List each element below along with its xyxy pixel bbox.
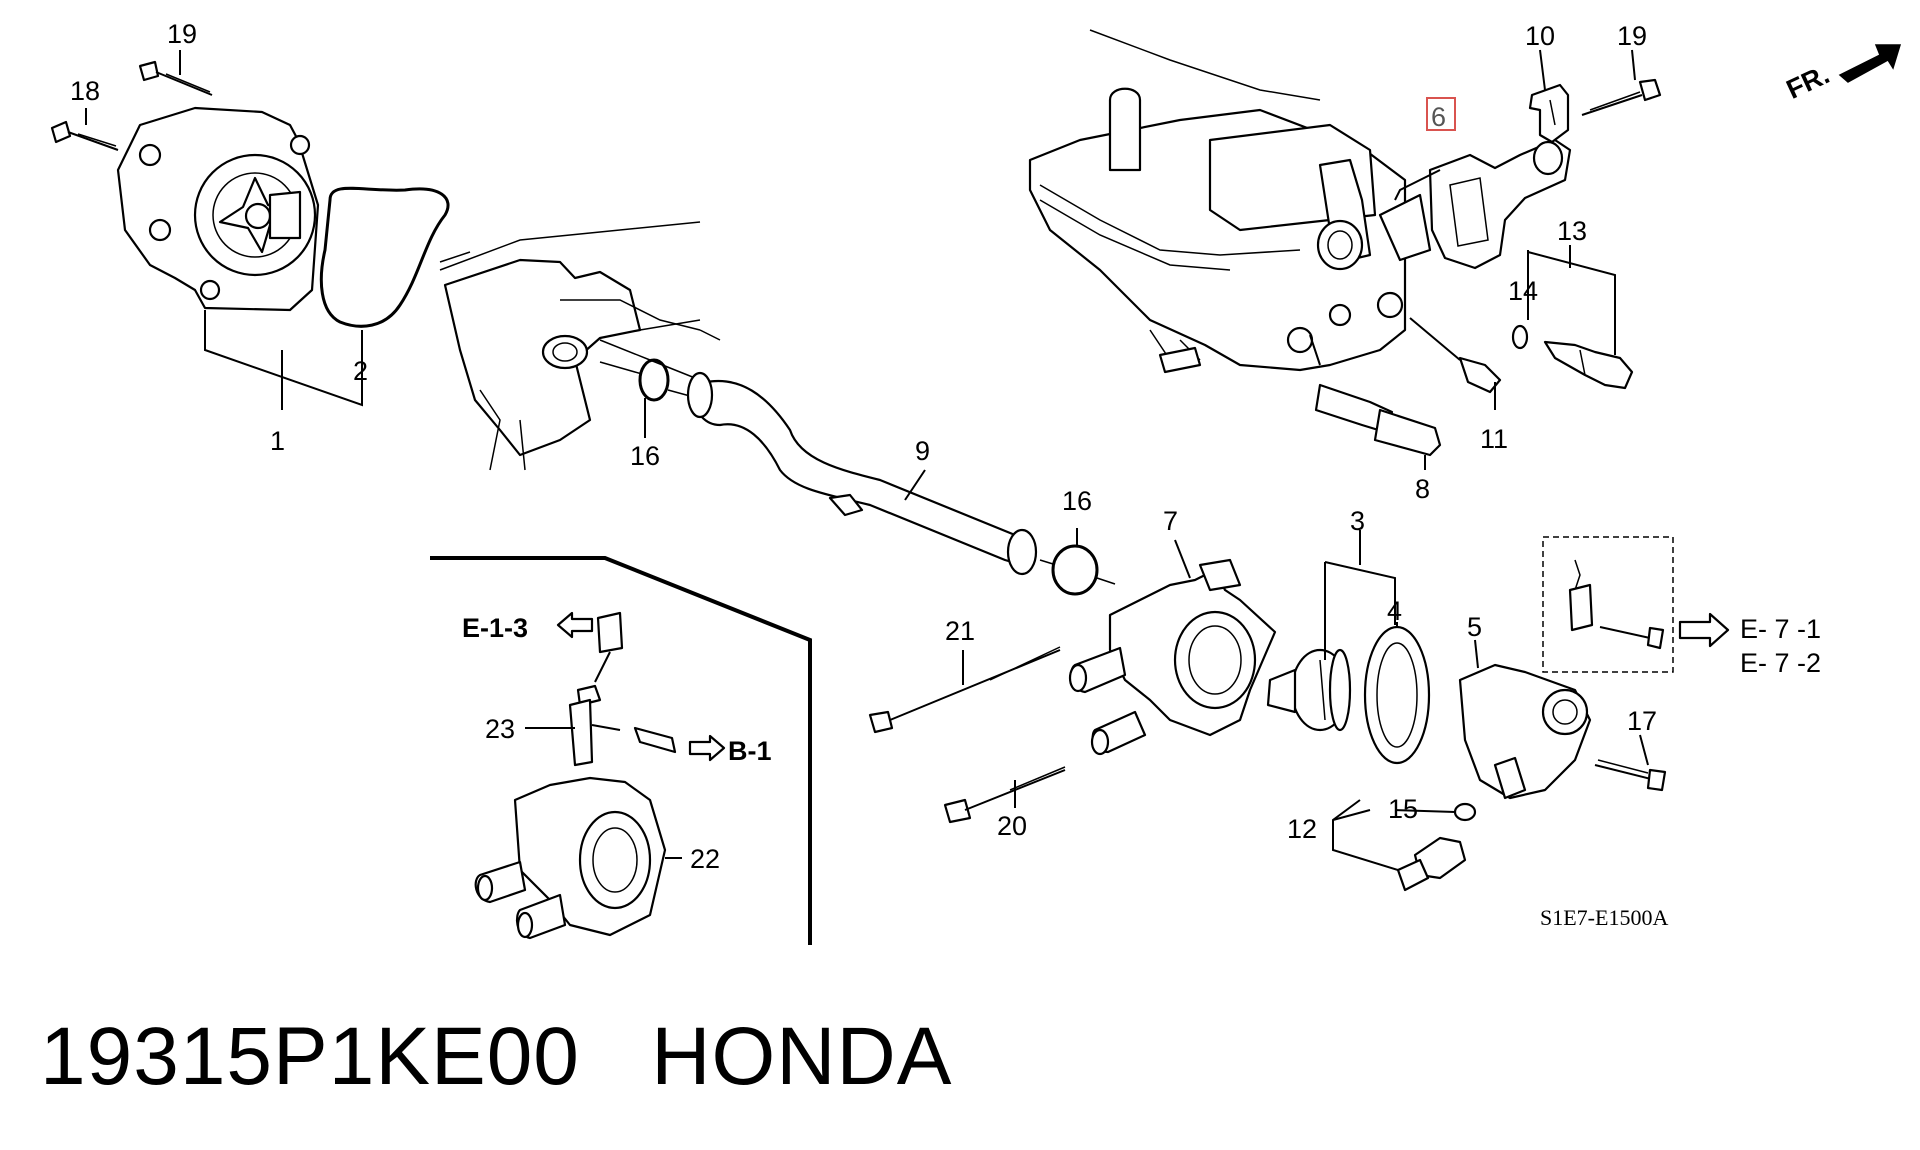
inset-hose-upper <box>594 611 624 683</box>
water-pipe-9-drawing <box>686 371 1038 576</box>
sensor-13-drawing <box>1543 340 1634 390</box>
bolt-21-drawing <box>868 646 1061 734</box>
callout-9: 9 <box>915 436 930 466</box>
gasket-4-drawing <box>1363 625 1431 765</box>
harness-clip-drawing <box>1568 559 1665 650</box>
water-outlet-6-drawing <box>1428 138 1572 270</box>
ref-e-1-3: E-1-3 <box>462 613 528 643</box>
front-label: FR. <box>1782 59 1834 105</box>
callout-23: 23 <box>485 714 515 744</box>
inset-fitting-23-drawing <box>568 684 677 767</box>
o-ring-16-left-drawing <box>638 358 670 402</box>
callout-20: 20 <box>997 811 1027 841</box>
callout-4: 4 <box>1387 596 1402 626</box>
callout-13: 13 <box>1557 216 1587 246</box>
water-outlet-5-drawing <box>1458 663 1592 800</box>
water-pump-drawing <box>116 106 320 312</box>
callout-12: 12 <box>1287 814 1317 844</box>
callout-14: 14 <box>1508 276 1538 306</box>
sensor-bracket-10-drawing <box>1528 83 1570 144</box>
brand-name: HONDA <box>651 1011 953 1102</box>
arrow-right-icon <box>688 734 726 762</box>
callout-5: 5 <box>1467 612 1482 642</box>
washer-15-drawing <box>1453 802 1477 822</box>
bolt-19-right-drawing <box>1581 78 1662 116</box>
leader-lines <box>85 49 1649 871</box>
callout-19-left: 19 <box>167 19 197 49</box>
part-caption: 19315P1KE00 HONDA <box>40 1010 952 1104</box>
sensor-11-drawing <box>1409 317 1502 394</box>
drawing-code: S1E7-E1500A <box>1540 905 1668 930</box>
gasket-2-drawing <box>319 186 450 328</box>
callout-10: 10 <box>1525 21 1555 51</box>
ref-e-7-2: E- 7 -2 <box>1740 648 1821 678</box>
washer-14-drawing <box>1511 324 1529 350</box>
cylinder-head-drawing <box>1028 29 1432 374</box>
arrow-left-icon <box>556 611 594 639</box>
callout-6-highlight <box>1426 97 1456 131</box>
harness-clip-box <box>1542 536 1674 673</box>
bolt-18-drawing <box>50 120 119 151</box>
callout-16-left: 16 <box>630 441 660 471</box>
callout-22: 22 <box>690 844 720 874</box>
thermostat-case-7-drawing <box>1068 558 1277 756</box>
ref-e-7-1: E- 7 -1 <box>1740 614 1821 644</box>
ref-b-1: B-1 <box>728 736 772 766</box>
callout-17: 17 <box>1627 706 1657 736</box>
bolt-19-left-drawing <box>138 60 213 96</box>
callout-8: 8 <box>1415 474 1430 504</box>
callout-11: 11 <box>1480 424 1508 454</box>
front-arrow-icon <box>1838 44 1902 83</box>
callout-7: 7 <box>1163 506 1178 536</box>
callout-15: 15 <box>1388 794 1418 824</box>
thermostat-3-drawing <box>1266 648 1352 732</box>
callout-18: 18 <box>70 76 100 106</box>
sensor-12-drawing <box>1396 836 1467 892</box>
callout-2: 2 <box>353 356 368 386</box>
part-number: 19315P1KE00 <box>40 1011 580 1102</box>
callout-3: 3 <box>1350 506 1365 536</box>
stud-bolt-8-drawing <box>1309 334 1442 457</box>
bolt-17-drawing <box>1594 759 1667 792</box>
inset-border <box>430 556 812 945</box>
o-ring-16-right-drawing <box>1051 544 1099 596</box>
arrow-right-e7-icon <box>1678 612 1730 648</box>
callout-16-right: 16 <box>1062 486 1092 516</box>
inset-thermostat-case-22-drawing <box>474 776 667 940</box>
callout-1: 1 <box>270 426 285 456</box>
callout-19-right: 19 <box>1617 21 1647 51</box>
engine-block-drawing <box>439 221 721 471</box>
callout-6: 6 <box>1431 102 1446 132</box>
callout-21: 21 <box>945 616 975 646</box>
